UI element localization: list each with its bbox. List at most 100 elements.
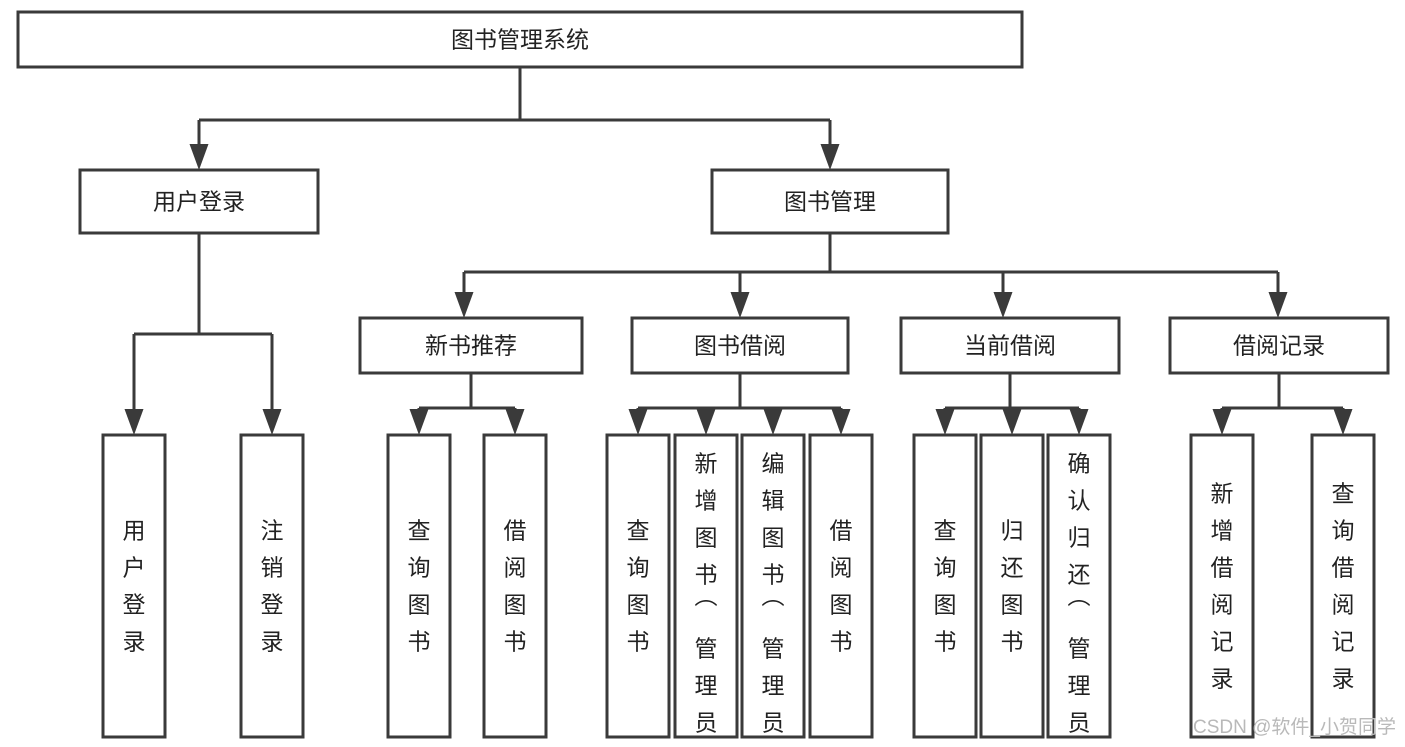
arrow-to-borrow-record xyxy=(1268,272,1288,318)
arrow-to-leaf-user-login xyxy=(124,334,144,435)
node-layer: 图书管理系统用户登录图书管理新书推荐图书借阅当前借阅借阅记录用户登录注销登录查询… xyxy=(16,10,1390,747)
arrow-to-current-borrow xyxy=(993,272,1013,318)
arrow-head-icon xyxy=(409,409,429,435)
node-leaf-logout[interactable]: 注销登录 xyxy=(239,433,305,739)
node-leaf-borrow-book-2[interactable]: 借阅图书 xyxy=(808,433,874,739)
node-label: 新增图书⌒管理员⌒ xyxy=(695,451,718,747)
node-box xyxy=(358,316,584,375)
node-box xyxy=(899,316,1121,375)
node-leaf-add-record[interactable]: 新增借阅记录 xyxy=(1189,433,1255,739)
arrow-to-leaf-query-book-1 xyxy=(409,408,429,435)
arrow-head-icon xyxy=(763,409,783,435)
arrow-to-leaf-add-record xyxy=(1212,408,1232,435)
node-leaf-user-login[interactable]: 用户登录 xyxy=(101,433,167,739)
arrow-head-icon xyxy=(262,409,282,435)
arrow-head-icon xyxy=(696,409,716,435)
node-label: 图书借阅 xyxy=(694,333,786,359)
node-box xyxy=(630,316,850,375)
node-box xyxy=(101,433,167,739)
branch-connector-bar-root xyxy=(199,67,830,122)
node-box xyxy=(673,433,739,739)
node-box xyxy=(1168,316,1390,375)
node-box xyxy=(1189,433,1255,739)
arrow-to-leaf-query-book-3 xyxy=(935,408,955,435)
node-label: 图书管理 xyxy=(784,189,876,215)
arrow-head-icon xyxy=(1212,409,1232,435)
node-label: 用户登录 xyxy=(123,518,146,655)
arrow-head-icon xyxy=(1002,409,1022,435)
node-leaf-query-record[interactable]: 查询借阅记录 xyxy=(1310,433,1376,739)
node-label: 借阅记录 xyxy=(1233,333,1325,359)
arrow-to-new-book-rec xyxy=(454,272,474,318)
arrow-to-leaf-query-record xyxy=(1333,408,1353,435)
branch-connector-bar-new-book-rec xyxy=(419,373,515,410)
node-label: 查询图书 xyxy=(627,518,650,655)
arrow-to-leaf-borrow-book-2 xyxy=(831,408,851,435)
arrow-head-icon xyxy=(831,409,851,435)
arrow-head-icon xyxy=(1069,409,1089,435)
arrow-head-icon xyxy=(454,292,474,318)
node-box xyxy=(482,433,548,739)
node-root[interactable]: 图书管理系统 xyxy=(16,10,1024,69)
node-label: 当前借阅 xyxy=(964,333,1056,359)
node-label: 借阅图书 xyxy=(830,518,853,655)
node-current-borrow[interactable]: 当前借阅 xyxy=(899,316,1121,375)
node-box xyxy=(1046,433,1112,739)
branch-connector-bar-user-login xyxy=(134,233,272,336)
branch-connector-bar-book-manage xyxy=(464,233,1278,274)
branch-connector-bar-book-borrow xyxy=(638,373,841,410)
arrow-to-leaf-confirm-return xyxy=(1069,408,1089,435)
arrow-to-leaf-return-book xyxy=(1002,408,1022,435)
node-label: 图书管理系统 xyxy=(451,27,589,53)
node-new-book-rec[interactable]: 新书推荐 xyxy=(358,316,584,375)
node-box xyxy=(386,433,452,739)
node-borrow-record[interactable]: 借阅记录 xyxy=(1168,316,1390,375)
arrow-to-leaf-add-book xyxy=(696,408,716,435)
node-leaf-query-book-2[interactable]: 查询图书 xyxy=(605,433,671,739)
node-box xyxy=(808,433,874,739)
node-label: 查询借阅记录 xyxy=(1332,481,1355,692)
node-label: 借阅图书 xyxy=(504,518,527,655)
node-label: 新增借阅记录 xyxy=(1211,481,1234,692)
arrow-head-icon xyxy=(730,292,750,318)
node-label: 查询图书 xyxy=(934,518,957,655)
branch-connector-bar-current-borrow xyxy=(945,373,1079,410)
arrow-head-icon xyxy=(935,409,955,435)
arrow-head-icon xyxy=(124,409,144,435)
node-label: 编辑图书⌒管理员⌒ xyxy=(762,451,785,747)
node-label: 查询图书 xyxy=(408,518,431,655)
arrow-head-icon xyxy=(505,409,525,435)
node-leaf-edit-book[interactable]: 编辑图书⌒管理员⌒ xyxy=(740,433,806,747)
node-label: 确认归还⌒管理员⌒ xyxy=(1068,451,1091,747)
node-box xyxy=(979,433,1045,739)
node-leaf-borrow-book-1[interactable]: 借阅图书 xyxy=(482,433,548,739)
node-leaf-query-book-3[interactable]: 查询图书 xyxy=(912,433,978,739)
node-book-manage[interactable]: 图书管理 xyxy=(710,168,950,235)
node-box xyxy=(78,168,320,235)
arrow-to-leaf-query-book-2 xyxy=(628,408,648,435)
node-leaf-add-book[interactable]: 新增图书⌒管理员⌒ xyxy=(673,433,739,747)
arrow-head-icon xyxy=(993,292,1013,318)
arrow-to-book-borrow xyxy=(730,272,750,318)
node-label: 归还图书 xyxy=(1001,518,1024,655)
node-box xyxy=(1310,433,1376,739)
arrow-to-leaf-borrow-book-1 xyxy=(505,408,525,435)
node-box xyxy=(239,433,305,739)
node-box xyxy=(740,433,806,739)
arrow-to-book-manage xyxy=(820,120,840,170)
csdn-watermark: CSDN @软件_小贺同学 xyxy=(1193,716,1396,738)
node-label: 注销登录 xyxy=(261,518,284,655)
arrow-head-icon xyxy=(628,409,648,435)
node-leaf-confirm-return[interactable]: 确认归还⌒管理员⌒ xyxy=(1046,433,1112,747)
node-book-borrow[interactable]: 图书借阅 xyxy=(630,316,850,375)
node-leaf-return-book[interactable]: 归还图书 xyxy=(979,433,1045,739)
arrow-head-icon xyxy=(189,144,209,170)
arrow-to-user-login xyxy=(189,120,209,170)
node-leaf-query-book-1[interactable]: 查询图书 xyxy=(386,433,452,739)
node-box xyxy=(16,10,1024,69)
arrow-head-icon xyxy=(820,144,840,170)
arrow-to-leaf-edit-book xyxy=(763,408,783,435)
node-user-login[interactable]: 用户登录 xyxy=(78,168,320,235)
